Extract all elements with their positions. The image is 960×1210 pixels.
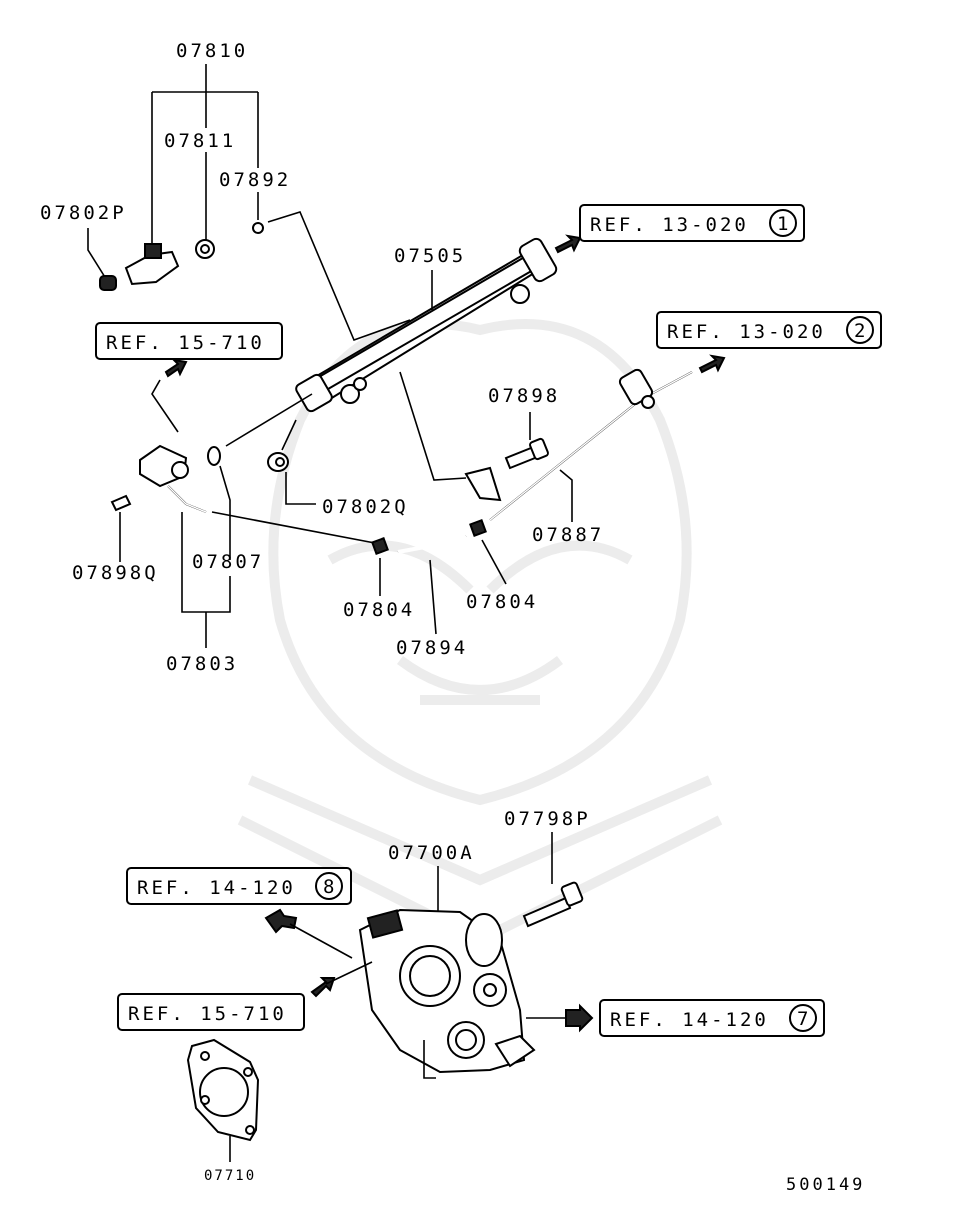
part-label-07710: 07710 <box>204 1168 256 1184</box>
part-label-07798P: 07798P <box>504 808 591 830</box>
fuel-injector-part <box>99 222 264 291</box>
svg-text:REF. 14-120: REF. 14-120 <box>610 1009 769 1031</box>
ref-15-710-bottom[interactable]: REF. 15-710 <box>117 977 336 1031</box>
throttle-body-part <box>358 908 536 1079</box>
ref-13-020-1[interactable]: REF. 13-020 1 <box>554 204 805 254</box>
svg-text:REF. 14-120: REF. 14-120 <box>137 877 296 899</box>
part-label-07894: 07894 <box>396 637 468 659</box>
part-label-07898Q: 07898Q <box>72 562 159 584</box>
diagram-id: 500149 <box>786 1175 865 1195</box>
fuel-rail-part <box>295 237 558 413</box>
part-label-07892: 07892 <box>219 169 291 191</box>
ref-14-120-8[interactable]: REF. 14-120 8 <box>126 867 352 934</box>
ref-13-020-2[interactable]: REF. 13-020 2 <box>656 311 882 374</box>
svg-text:8: 8 <box>323 876 337 898</box>
part-label-07887: 07887 <box>532 524 604 546</box>
part-label-07700A: 07700A <box>388 842 475 864</box>
svg-text:REF. 13-020: REF. 13-020 <box>590 214 749 236</box>
part-label-07802Q: 07802Q <box>322 496 409 518</box>
ref-14-120-7[interactable]: REF. 14-120 7 <box>526 999 825 1037</box>
fuel-hose-part <box>371 519 487 555</box>
part-label-07804-left: 07804 <box>343 599 415 621</box>
part-label-07803: 07803 <box>166 653 238 675</box>
watermark-logo <box>237 319 723 946</box>
ref-15-710-top[interactable]: REF. 15-710 <box>95 322 283 378</box>
part-label-07898: 07898 <box>488 385 560 407</box>
pressure-regulator-part <box>110 444 289 513</box>
fuel-pipe-part <box>464 368 693 521</box>
svg-text:REF. 15-710: REF. 15-710 <box>128 1003 287 1025</box>
bolt-07898-part <box>504 437 549 470</box>
part-label-07807: 07807 <box>192 551 264 573</box>
svg-text:07810: 07810 <box>176 40 248 62</box>
part-label-07810: 07810 <box>176 40 248 62</box>
svg-text:7: 7 <box>797 1008 811 1030</box>
svg-text:REF. 13-020: REF. 13-020 <box>667 321 826 343</box>
part-label-07505: 07505 <box>394 245 466 267</box>
part-label-07804-right: 07804 <box>466 591 538 613</box>
svg-text:REF. 15-710: REF. 15-710 <box>106 332 265 354</box>
gasket-part <box>186 1038 260 1142</box>
svg-text:1: 1 <box>777 213 791 235</box>
part-label-07811: 07811 <box>164 130 236 152</box>
bolt-07798P-part <box>522 881 584 928</box>
svg-text:2: 2 <box>854 320 868 342</box>
part-label-07802P: 07802P <box>40 202 127 224</box>
